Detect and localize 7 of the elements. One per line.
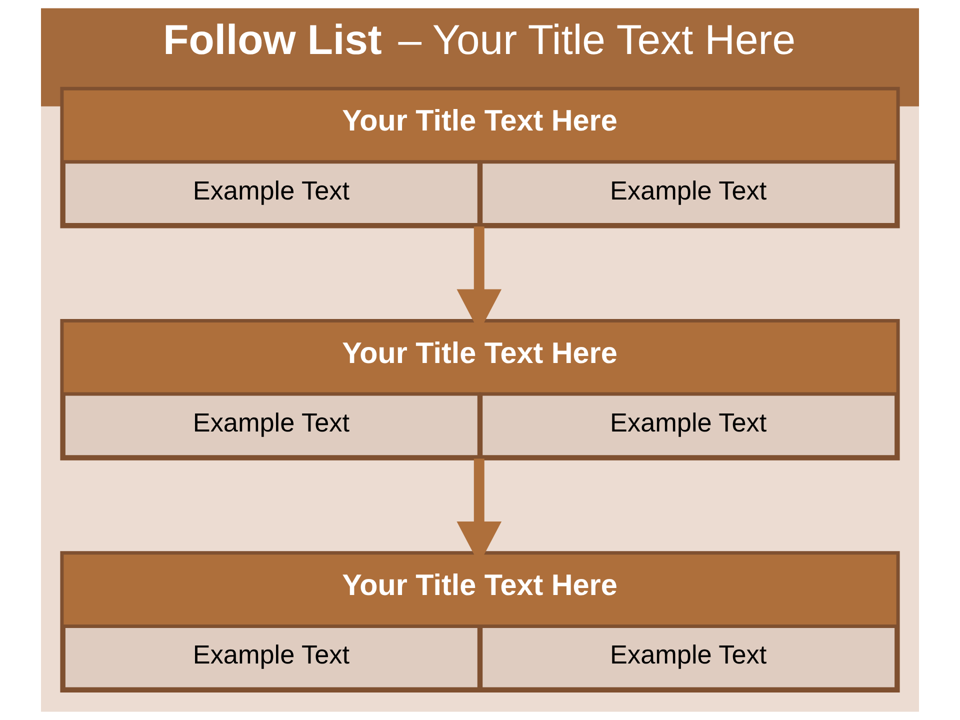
node-box: Example Text [62, 624, 481, 691]
node-box: Example Text [479, 392, 898, 459]
diagram-title: Follow List – Your Title Text Here [163, 16, 796, 64]
node-box: Example Text [62, 160, 481, 226]
node-box: Example Text [479, 624, 898, 691]
node-box: Example Text [479, 160, 898, 226]
node-box: Example Text [62, 392, 481, 459]
